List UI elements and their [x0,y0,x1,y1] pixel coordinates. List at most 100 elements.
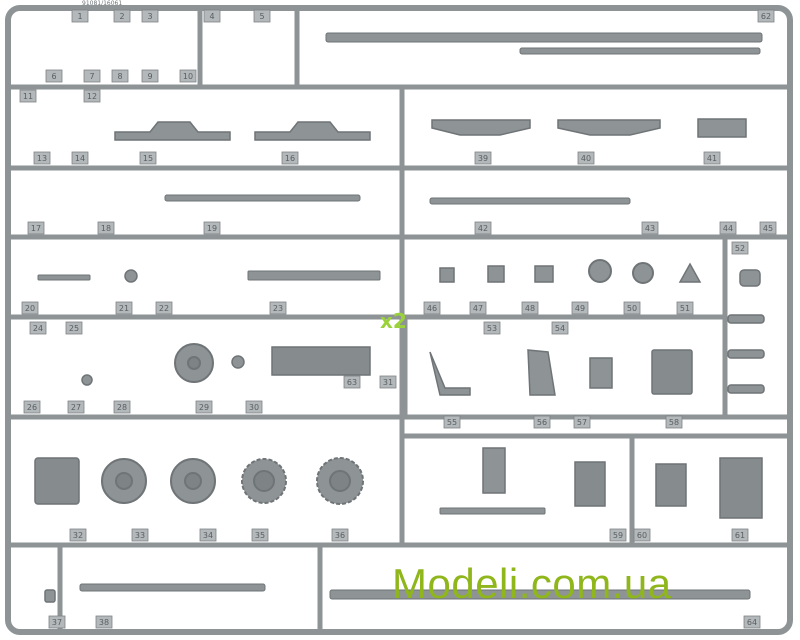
part-tag: 7 [83,69,101,83]
part-tag: 56 [533,415,551,429]
part-tag: 14 [71,151,89,165]
part-tag: 50 [623,301,641,315]
part-tag: 16 [281,151,299,165]
part-number: 15 [143,154,153,163]
part-tag-plate [443,415,461,429]
part-number: 45 [763,224,773,233]
part-tag-plate [179,69,197,83]
part-number: 51 [680,304,690,313]
part-tag-plate [577,151,595,165]
suspension-parts [114,118,747,141]
part-number: 12 [87,92,97,101]
part-number: 57 [577,418,587,427]
part-tag: 9 [141,69,159,83]
part-tag: 44 [719,221,737,235]
part-number: 5 [259,12,264,21]
part-tag: 52 [731,241,749,255]
part-tag-plate [641,221,659,235]
part-number: 36 [335,531,345,540]
part-tag: 4 [203,9,221,23]
part-number: 63 [347,378,357,387]
part-tag: 26 [23,400,41,414]
part-number: 8 [117,72,122,81]
part-tag-plate [379,375,397,389]
part-tag-plate [83,69,101,83]
part-number: 11 [23,92,33,101]
part-number: 50 [627,304,637,313]
part-number: 47 [473,304,483,313]
part-tag-plate [665,415,683,429]
part-number: 53 [487,324,497,333]
part-tag: 17 [27,221,45,235]
part-tag-plate [45,69,63,83]
part-tag-plate [483,321,501,335]
part-tag-plate [195,400,213,414]
part-tag: 21 [115,301,133,315]
part-tag: 11 [19,89,37,103]
part-tag-plate [533,415,551,429]
part-number: 61 [735,531,745,540]
part-tag: 22 [155,301,173,315]
part-number: 55 [447,418,457,427]
part-tag-plate [203,9,221,23]
part-number: 35 [255,531,265,540]
part-number: 22 [159,304,169,313]
part-tag: 40 [577,151,595,165]
part-tag: 2 [113,9,131,23]
part-tag: 53 [483,321,501,335]
part-tag-plate [343,375,361,389]
part-tag-plate [141,9,159,23]
part-tag: 31 [379,375,397,389]
part-number: 46 [427,304,437,313]
part-tag-plate [83,89,101,103]
part-tag: 8 [111,69,129,83]
part-number: 56 [537,418,547,427]
part-tag-plate [269,301,287,315]
part-tag-plate [474,221,492,235]
part-number: 31 [383,378,393,387]
part-tag: 27 [67,400,85,414]
part-tag-plate [139,151,157,165]
part-tag-plate [113,9,131,23]
part-number: 17 [31,224,41,233]
part-tag-plate [609,528,627,542]
part-number: 44 [723,224,733,233]
part-tag-plate [115,301,133,315]
part-tag-plate [203,221,221,235]
part-tag: 6 [45,69,63,83]
part-tag: 28 [113,400,131,414]
part-tag: 33 [131,528,149,542]
part-tag-plate [469,301,487,315]
part-tag: 46 [423,301,441,315]
part-number: 13 [37,154,47,163]
part-number: 14 [75,154,85,163]
part-tag: 61 [731,528,749,542]
part-number: 16 [285,154,295,163]
part-number: 38 [99,618,109,627]
part-number: 24 [33,324,43,333]
part-tag: 58 [665,415,683,429]
part-number: 48 [525,304,535,313]
part-tag: 49 [571,301,589,315]
part-number: 21 [119,304,129,313]
part-number: 52 [735,244,745,253]
part-tag-plate [623,301,641,315]
part-number: 41 [707,154,717,163]
part-tag: 29 [195,400,213,414]
part-tag: 57 [573,415,591,429]
part-tag-plate [113,400,131,414]
part-tag-plate [474,151,492,165]
part-tag-plate [571,301,589,315]
part-tag-plate [423,301,441,315]
sprue-runners [5,5,793,635]
part-tag: 54 [551,321,569,335]
plate-parts [34,346,763,519]
part-number: 4 [209,12,214,21]
part-tag: 45 [759,221,777,235]
part-tag-plate [757,9,775,23]
part-number: 59 [613,531,623,540]
part-number: 2 [119,12,124,21]
part-number: 10 [183,72,193,81]
part-tag: 23 [269,301,287,315]
part-number: 40 [581,154,591,163]
